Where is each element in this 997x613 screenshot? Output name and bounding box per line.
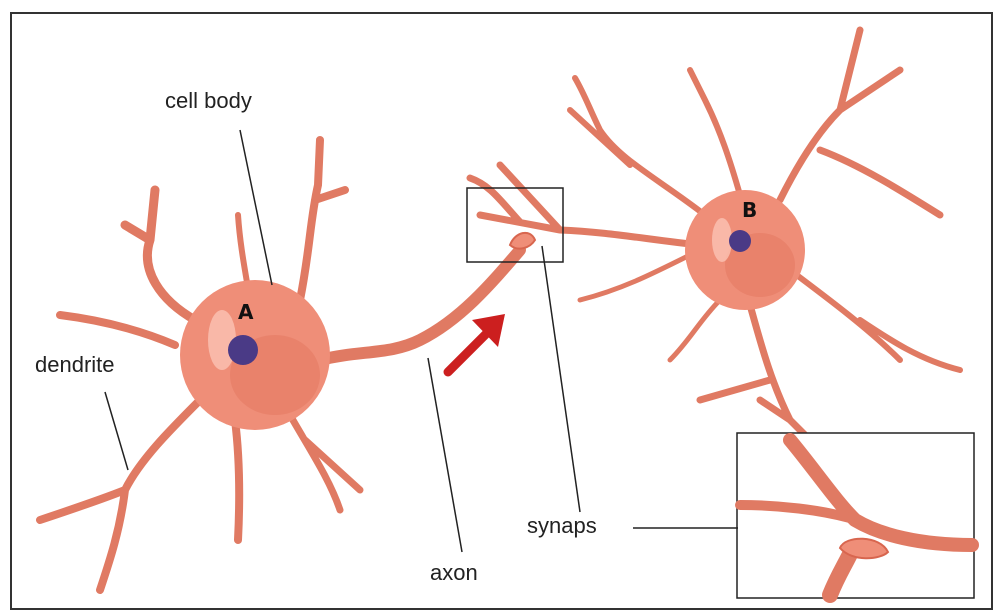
cell-body-b-highlight bbox=[712, 218, 732, 262]
dendrite-branch bbox=[290, 415, 360, 510]
label-dendrite: dendrite bbox=[35, 352, 115, 378]
nucleus-a bbox=[228, 335, 258, 365]
axon-terminal bbox=[510, 233, 535, 249]
label-cell-body: cell body bbox=[165, 88, 252, 114]
dendrite-branch bbox=[40, 400, 200, 590]
neuron-letter-a: A bbox=[238, 300, 253, 324]
dendrite-branch bbox=[690, 70, 740, 195]
leader-axon bbox=[428, 358, 462, 552]
dendrite-branch bbox=[790, 270, 960, 370]
label-axon: axon bbox=[430, 560, 478, 586]
dendrite-branch bbox=[670, 300, 720, 360]
dendrite-branch bbox=[780, 30, 940, 215]
label-synapse: synaps bbox=[527, 513, 597, 539]
dendrite-branch bbox=[300, 140, 345, 300]
dendrite-branch bbox=[700, 305, 810, 440]
axon-a bbox=[320, 250, 520, 360]
dendrite-branch bbox=[125, 190, 195, 320]
dendrite-branch bbox=[470, 165, 700, 245]
cell-body-a-highlight bbox=[208, 310, 236, 370]
dendrite-branch bbox=[60, 315, 175, 345]
leader-dendrite bbox=[105, 392, 128, 470]
dendrite-branch bbox=[570, 78, 705, 215]
neuron-letter-b: B bbox=[742, 198, 757, 222]
dendrite-branch bbox=[580, 255, 690, 300]
nucleus-b bbox=[729, 230, 751, 252]
dendrite-branch bbox=[235, 420, 239, 540]
leader-synapse bbox=[542, 246, 580, 512]
